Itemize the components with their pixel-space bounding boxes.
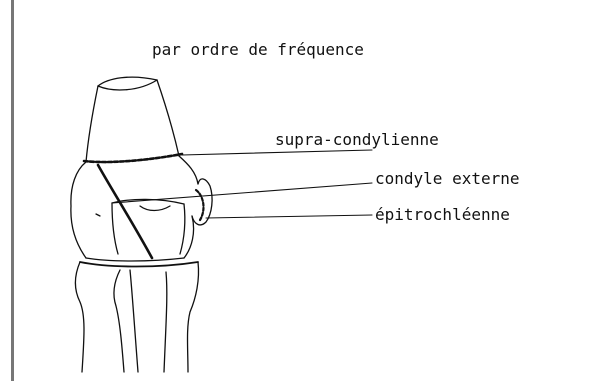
figure-title: par ordre de fréquence — [152, 40, 364, 59]
trochlea-outline — [95, 198, 186, 255]
distal-humerus-outline — [70, 155, 213, 262]
label-epitrochleenne: épitrochléenne — [375, 205, 510, 224]
leader-condyle-externe — [111, 182, 373, 204]
humeral-shaft — [85, 76, 180, 163]
leader-supra-condylienne — [181, 149, 373, 156]
leader-epitrochleenne — [205, 214, 373, 219]
epitrochlear-fracture-line — [194, 188, 205, 222]
joint-line — [79, 261, 199, 268]
label-condyle-externe: condyle externe — [375, 169, 520, 188]
lateral-condyle-fracture-line — [96, 163, 154, 260]
label-supra-condylienne: supra-condylienne — [275, 130, 439, 149]
supra-condylar-fracture-line — [82, 152, 184, 164]
leader-lines — [111, 149, 373, 219]
forearm-bones — [74, 261, 200, 373]
left-margin-rule — [11, 0, 14, 381]
